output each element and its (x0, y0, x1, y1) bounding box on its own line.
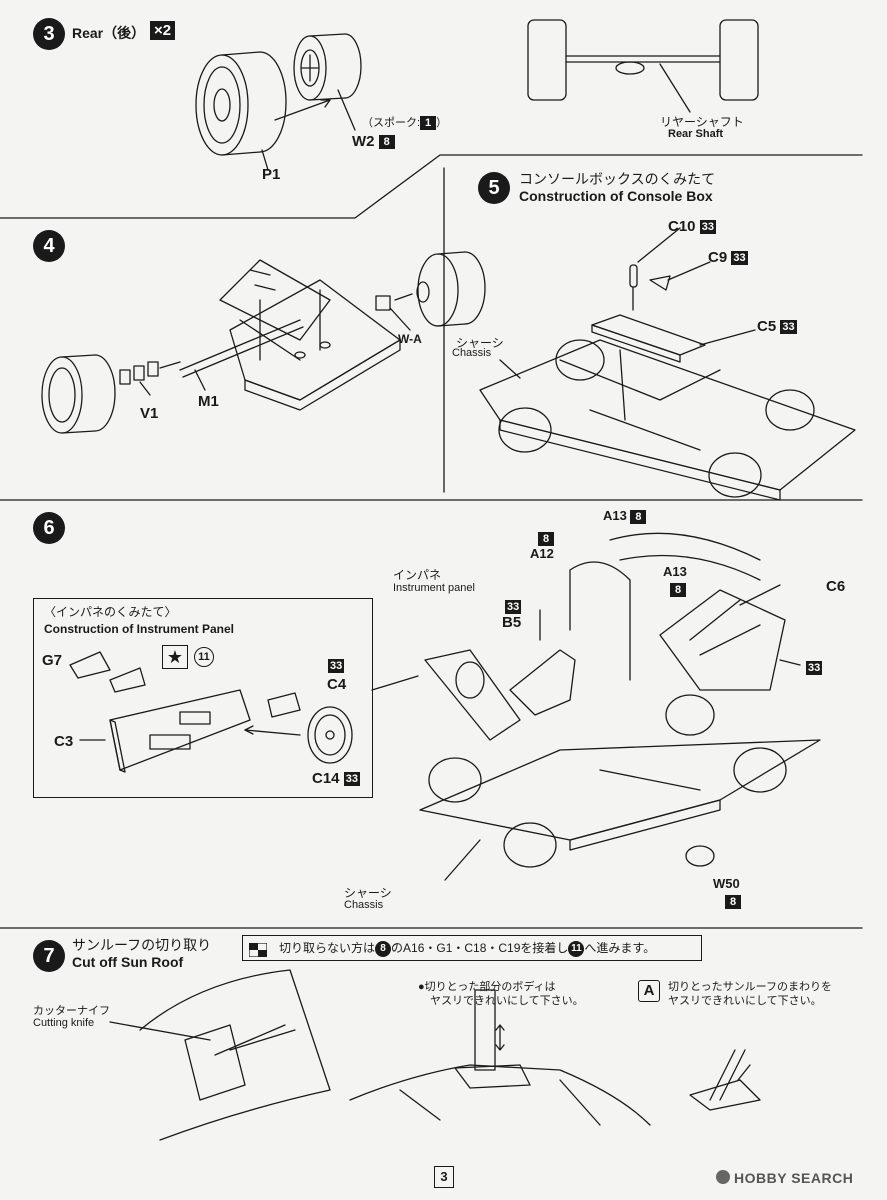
label-a13-top: A13 8 (603, 508, 647, 524)
seat-b5-drawing (509, 649, 576, 716)
watermark: HOBBY SEARCH (734, 1170, 854, 1186)
rollbar-drawing (569, 532, 761, 681)
instrument-panel-label-jp: インパネ (393, 568, 442, 582)
console-box-drawing (499, 227, 756, 379)
rear-wheel-drawing (293, 33, 362, 101)
step-3-title: Rear（後） (72, 25, 146, 41)
ref-w2: 8 (378, 135, 395, 150)
page-number: 3 (434, 1166, 454, 1188)
label-g7: G7 (42, 652, 63, 669)
multiplier-badge: ×2 (150, 21, 176, 40)
knife-label-jp: カッターナイフ (33, 1005, 110, 1017)
label-w50-ref: 8 (725, 893, 741, 910)
step-7-number: 7 (33, 940, 65, 972)
star-icon: ★ (162, 645, 188, 669)
shaft-m1 (179, 319, 304, 378)
label-wa: W-A (398, 332, 422, 346)
label-v1: V1 (140, 405, 159, 422)
bushings-v1 (119, 361, 159, 385)
part-w50-drawing (685, 845, 715, 867)
sunroof-file-drawing (689, 1049, 761, 1111)
bushing-wa (375, 295, 391, 311)
assembly-arrow-3 (274, 99, 331, 121)
file-note: ●切りとった部分のボディは ヤスリできれいにして下さい。 (418, 981, 584, 1007)
rear-shaft-label-jp: リヤーシャフト (660, 115, 744, 129)
callout-leader (371, 675, 419, 691)
note-a-badge: A (638, 980, 660, 1002)
rear-tire-left (41, 354, 116, 434)
car-body-drawing (349, 1064, 651, 1126)
label-c6: C6 (826, 578, 846, 595)
instrument-panel-drawing (424, 649, 521, 741)
label-b5: B5 (502, 614, 522, 631)
chassis6-label-en: Chassis (344, 899, 384, 911)
chassis-label-en: Chassis (452, 347, 492, 359)
label-w2: W2 8 (352, 133, 395, 150)
assembly-arrow-6a (244, 729, 301, 736)
label-c4-ref: 33 (328, 659, 345, 674)
skip-notice-icon (248, 941, 268, 958)
rear-tire-right (416, 251, 486, 327)
spoke-note: （スポーク:1） (362, 116, 448, 131)
label-w50: W50 (713, 876, 740, 891)
knife-label-en: Cutting knife (33, 1017, 95, 1029)
step-4-number: 4 (33, 230, 65, 262)
label-c14: C14 33 (312, 770, 360, 787)
chassis6-label-jp: シャーシ (344, 886, 392, 900)
label-a13-mid-ref: 8 (670, 581, 686, 598)
dashboard-drawing (109, 689, 251, 773)
label-m1: M1 (198, 393, 219, 410)
step-6-number: 6 (33, 512, 65, 544)
rear-shaft-label-en: Rear Shaft (668, 128, 724, 140)
file-tool-drawing (474, 989, 505, 1071)
label-c3: C3 (54, 733, 74, 750)
label-b5-ref: 33 (505, 600, 522, 615)
instrument-panel-subassembly (33, 598, 373, 798)
hobby-search-logo-icon (716, 1170, 730, 1184)
label-c9: C9 33 (708, 249, 748, 266)
chassis-step6-drawing (419, 694, 821, 868)
label-c10: C10 33 (668, 218, 716, 235)
label-c5: C5 33 (757, 318, 797, 335)
label-c4: C4 (327, 676, 347, 693)
divider-top (0, 154, 863, 219)
rear-shaft-drawing (527, 19, 759, 113)
steering-wheel-drawing (307, 706, 353, 764)
knife-cut-drawing (109, 969, 331, 1141)
step-7-title: サンルーフの切り取り Cut off Sun Roof (72, 937, 212, 970)
step-3-number: 3 (33, 18, 65, 50)
chassis-step5-drawing (479, 339, 856, 501)
part-star-drawing (109, 667, 146, 693)
label-a12: A12 (530, 546, 554, 561)
rear-seat-c6-drawing (659, 589, 786, 691)
sunroof-note: 切りとったサンルーフのまわりを ヤスリできれいにして下さい。 (668, 981, 833, 1007)
instrument-panel-label-en: Instrument panel (393, 582, 475, 594)
label-star-ref: 11 (194, 647, 214, 667)
part-g7-drawing (69, 651, 111, 679)
label-a12-ref: 8 (538, 530, 554, 547)
label-c6-ref: 33 (806, 661, 823, 676)
step-5-number: 5 (478, 172, 510, 204)
label-p1: P1 (262, 166, 281, 183)
step-5-title: コンソールボックスのくみたて Construction of Console B… (519, 171, 716, 204)
part-c4-drawing (267, 692, 301, 718)
label-a13-mid: A13 (663, 564, 687, 579)
instrument-panel-title: 〈インパネのくみたて〉 Construction of Instrument P… (44, 605, 235, 636)
chassis-rear-drawing (219, 259, 401, 411)
chassis-label-jp: シャーシ (456, 336, 504, 350)
rear-tire-drawing (195, 51, 287, 156)
